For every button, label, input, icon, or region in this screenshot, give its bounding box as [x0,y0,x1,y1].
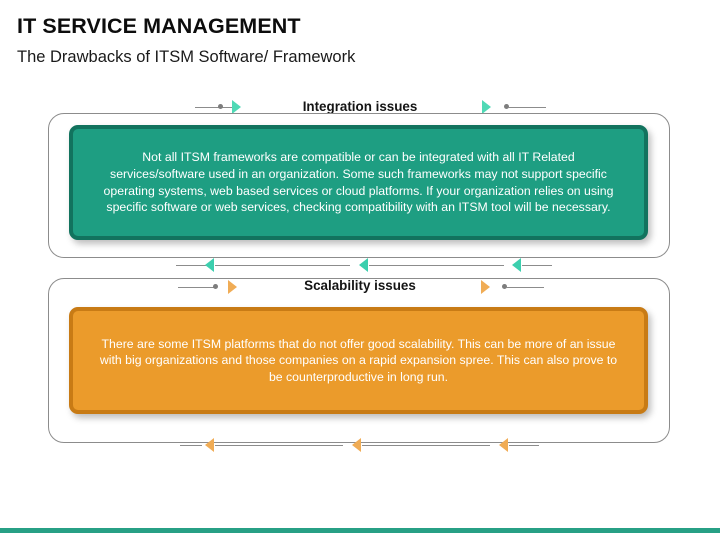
triangle-left-orange-icon [352,438,361,452]
triangle-left-teal-icon [205,258,214,272]
triangle-left-teal-icon [359,258,368,272]
section-frame-integration [48,113,670,258]
connector-dot-scal-right [502,284,507,289]
triangle-right-teal-icon [482,100,491,114]
connector-line-scal-right [506,287,544,288]
page-subtitle: The Drawbacks of ITSM Software/ Framewor… [17,48,356,66]
connector-dot-scal-left [213,284,218,289]
card-integration-issues: Not all ITSM frameworks are compatible o… [69,125,648,240]
card-integration-text: Not all ITSM frameworks are compatible o… [103,150,614,215]
connector-dot-top-right [504,104,509,109]
page-title: IT SERVICE MANAGEMENT [17,14,301,38]
connector-line-mid-b [215,265,350,266]
card-scalability-issues: There are some ITSM platforms that do no… [69,307,648,414]
connector-line-top-right [508,107,546,108]
connector-line-scal-left [178,287,216,288]
connector-line-mid-a [176,265,206,266]
triangle-left-orange-icon [205,438,214,452]
triangle-right-teal-icon [232,100,241,114]
section-header-integration: Integration issues [302,99,418,114]
triangle-right-orange-icon [228,280,237,294]
triangle-right-orange-icon [481,280,490,294]
connector-line-top-left [195,107,233,108]
connector-line-bot-a [180,445,202,446]
section-header-scalability: Scalability issues [304,278,416,293]
triangle-left-teal-icon [512,258,521,272]
connector-line-bot-b [215,445,343,446]
card-scalability-text: There are some ITSM platforms that do no… [99,336,618,384]
connector-line-mid-c [369,265,504,266]
connector-line-mid-d [522,265,552,266]
bottom-accent-bar [0,528,720,533]
connector-line-bot-c [362,445,490,446]
triangle-left-orange-icon [499,438,508,452]
connector-line-bot-d [509,445,539,446]
connector-dot-top-left [218,104,223,109]
